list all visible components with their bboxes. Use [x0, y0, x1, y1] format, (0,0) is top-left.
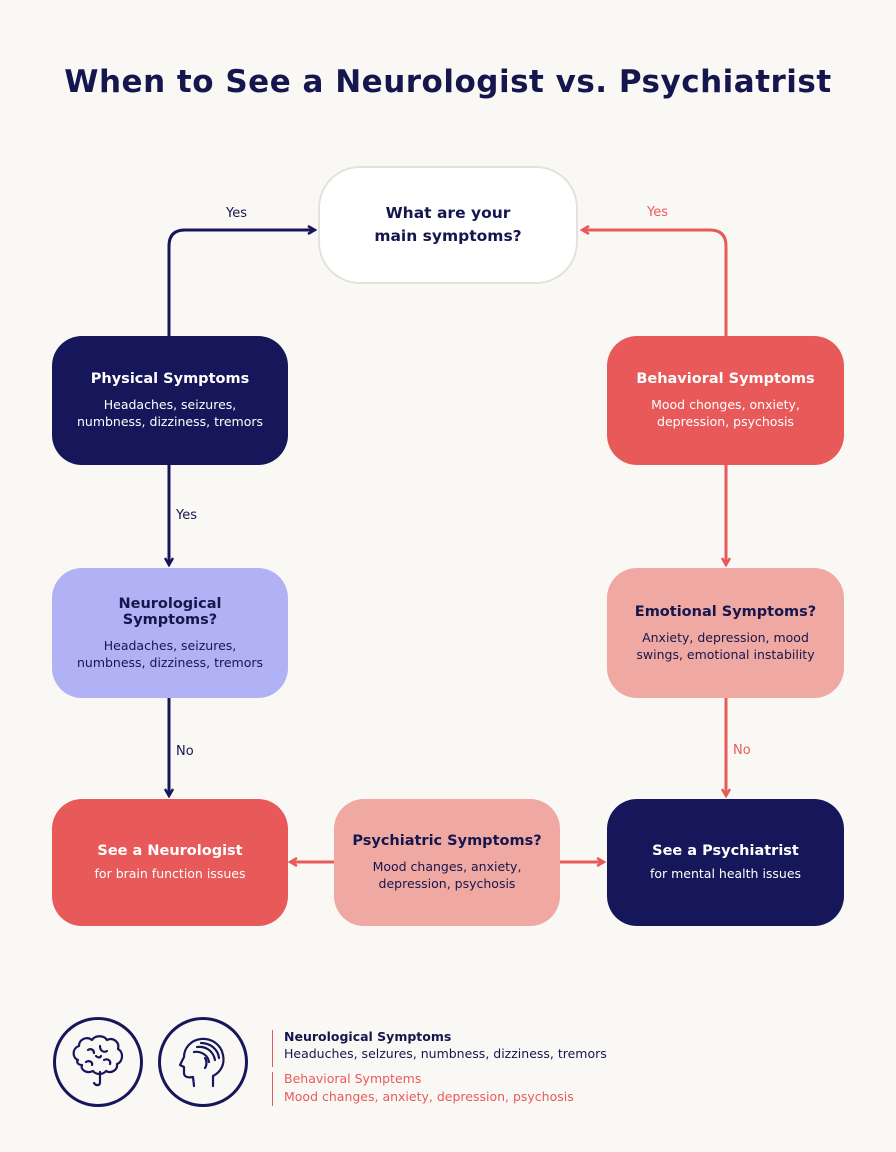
start-node: What are your main symptoms?	[318, 166, 578, 284]
node-desc: Anxiety, depression, mood swings, emotio…	[636, 629, 815, 662]
node-title: Physical Symptoms	[90, 371, 250, 387]
node-title: Neurological Symptoms?	[118, 595, 222, 628]
node-desc: for brain function issues	[94, 866, 246, 881]
edge-label-yes: Yes	[647, 205, 668, 220]
node-desc: Headaches, seizures, numbness, dizziness…	[76, 637, 264, 670]
head-profile-icon	[158, 1017, 248, 1107]
neurological-symptoms-node: Neurological Symptoms? Headaches, seizur…	[52, 568, 288, 698]
node-title: Psychiatric Symptoms?	[352, 833, 542, 849]
legend-behav-desc: Mood changes, anxiety, depression, psych…	[284, 1089, 574, 1104]
arrow-physical-to-start	[167, 230, 314, 336]
physical-symptoms-node: Physical Symptoms Headaches, seizures, n…	[52, 336, 288, 465]
edge-label-yes: Yes	[226, 206, 247, 221]
brain-icon	[53, 1017, 143, 1107]
legend-divider	[272, 1030, 273, 1067]
edge-label-no: No	[733, 743, 751, 758]
page-title: When to See a Neurologist vs. Psychiatri…	[64, 64, 832, 100]
edge-label-yes: Yes	[176, 508, 197, 523]
edge-label-no: No	[176, 744, 194, 759]
emotional-symptoms-node: Emotional Symptoms? Anxiety, depression,…	[607, 568, 844, 698]
start-title: What are your main symptoms?	[374, 204, 522, 245]
node-title: See a Psychiatrist	[652, 843, 799, 859]
see-psychiatrist-node: See a Psychiatrist for mental health iss…	[607, 799, 844, 926]
arrow-behavioral-to-start	[583, 230, 728, 336]
node-title: See a Neurologist	[97, 843, 243, 859]
node-desc: Mood changes, anxiety, depression, psych…	[372, 859, 522, 891]
node-desc: Mood chonges, onxiety, depression, psych…	[651, 397, 800, 429]
node-title: Emotional Symptoms?	[634, 603, 817, 620]
legend-neuro-title: Neurological Symptoms	[284, 1029, 452, 1044]
legend-neuro-desc: Headuches, selzures, numbness, dizziness…	[284, 1046, 607, 1061]
legend-behav-title: Behavioral Symptems	[284, 1071, 422, 1086]
node-title: Behavioral Symptoms	[636, 371, 815, 387]
behavioral-symptoms-node: Behavioral Symptoms Mood chonges, onxiet…	[607, 336, 844, 465]
psychiatric-symptoms-node: Psychiatric Symptoms? Mood changes, anxi…	[334, 799, 560, 926]
node-desc: Headaches, seizures, numbness, dizziness…	[76, 397, 264, 429]
see-neurologist-node: See a Neurologist for brain function iss…	[52, 799, 288, 926]
node-desc: for mental health issues	[649, 866, 802, 881]
legend-divider	[272, 1072, 273, 1106]
